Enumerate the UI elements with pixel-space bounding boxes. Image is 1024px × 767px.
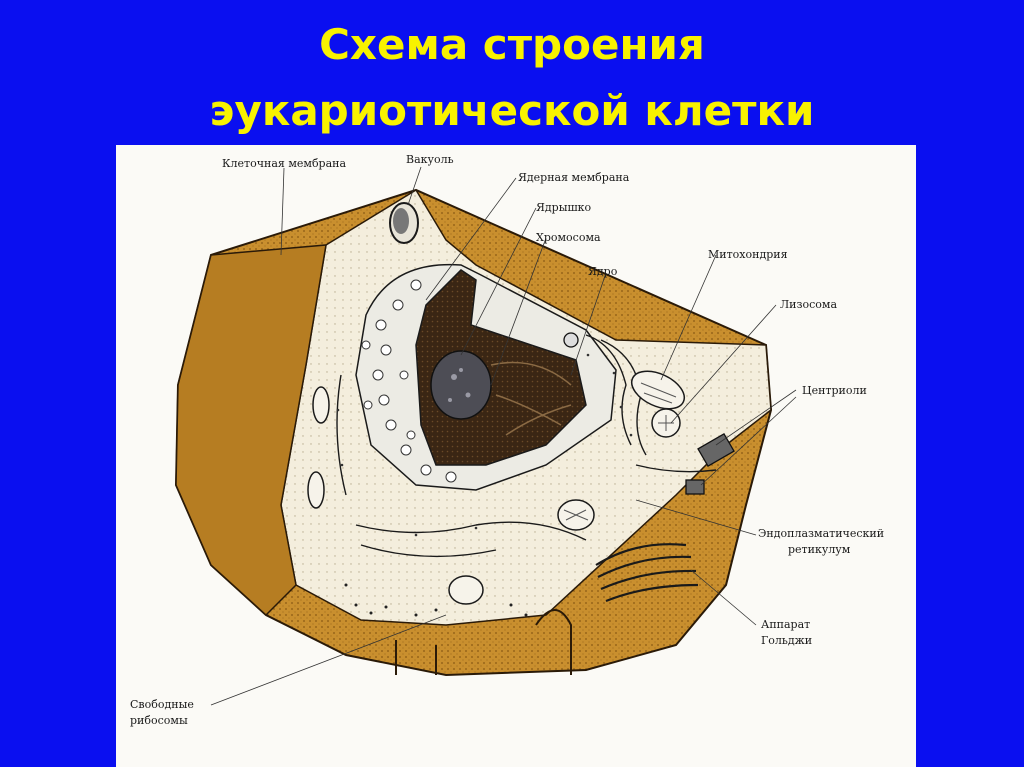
label-golgi-line-1: Аппарат (761, 618, 811, 631)
cell-illustration (174, 166, 797, 706)
slide-title: Схема строения эукариотической клетки (0, 12, 1024, 144)
cell-diagram-panel: Клеточная мембрана Вакуоль Ядерная мембр… (116, 145, 916, 767)
label-mitochondrion: Митохондрия (708, 248, 788, 261)
golgi-apparatus (595, 543, 699, 603)
title-line-1: Схема строения (319, 20, 705, 69)
label-nucleolus: Ядрышко (536, 201, 592, 214)
free-ribosomes (344, 583, 528, 617)
title-line-2: эукариотической клетки (209, 86, 815, 135)
label-er-line-2: ретикулум (788, 543, 851, 556)
label-chromosome: Хромосома (536, 231, 601, 244)
nucleolus (430, 350, 492, 420)
label-lysosome: Лизосома (780, 298, 838, 311)
lysosome (563, 332, 579, 348)
label-centrioles: Центриоли (802, 384, 867, 397)
label-golgi-line-2: Гольджи (761, 634, 813, 647)
leader-lines (210, 166, 797, 706)
mitochondria (307, 370, 686, 605)
label-nuclear-membrane: Ядерная мембрана (518, 171, 630, 184)
endoplasmic-reticulum (336, 334, 717, 558)
label-ribosomes-line-1: Свободные (130, 698, 194, 711)
label-vacuole: Вакуоль (406, 153, 454, 166)
label-nucleus: Ядро (588, 265, 618, 278)
label-cell-membrane: Клеточная мембрана (222, 157, 347, 170)
label-ribosomes-line-2: рибосомы (130, 714, 188, 727)
centrioles (685, 432, 735, 495)
label-er-line-1: Эндоплазматический (758, 527, 885, 540)
